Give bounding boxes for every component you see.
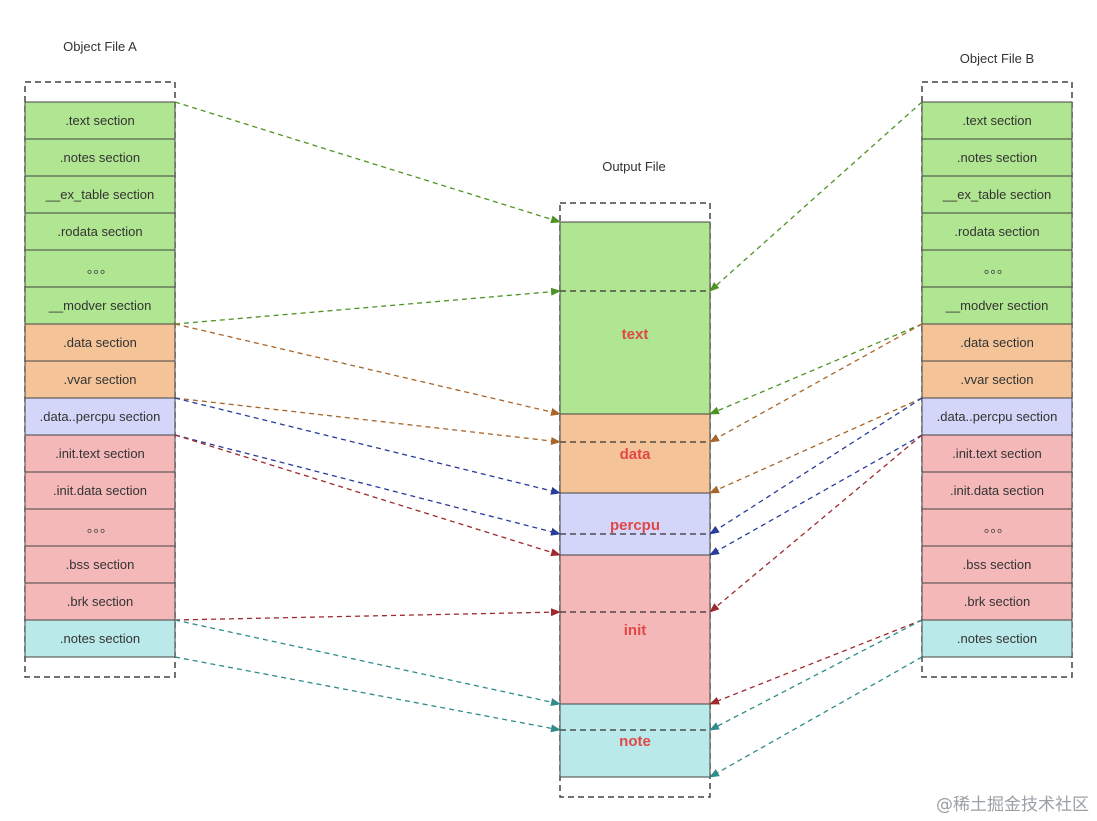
- output-file: text data percpu init note: [559, 202, 711, 798]
- file-a-section-cell: [24, 323, 176, 362]
- arrows-from-file-a: [174, 101, 561, 733]
- arrow-b-init-start: [709, 434, 923, 613]
- arrow-a-percpu-end: [174, 434, 561, 536]
- arrow-b-data-start: [709, 323, 923, 443]
- file-a-section-cell: [24, 138, 176, 177]
- output-text-section: [559, 221, 711, 415]
- arrow-b-init-end: [709, 619, 923, 705]
- file-b-section-label: .text section: [962, 113, 1031, 128]
- file-b-section-cell: [921, 101, 1073, 140]
- file-a-section-cell: [24, 471, 176, 510]
- file-a-section-cell: [24, 249, 176, 288]
- output-note-section: [559, 703, 711, 778]
- file-b-section-label: .data section: [960, 335, 1034, 350]
- arrow-a-data-start: [174, 323, 561, 416]
- file-a-section-label: .rodata section: [57, 224, 142, 239]
- file-a-section-label: __ex_table section: [45, 187, 154, 202]
- output-percpu-label: percpu: [610, 517, 660, 534]
- file-b-section-label: .init.data section: [950, 483, 1044, 498]
- file-b-section-cell: [921, 360, 1073, 399]
- file-b-section-cell: [921, 286, 1073, 325]
- file-a-section-label: .brk section: [67, 594, 133, 609]
- arrow-b-text-end: [709, 323, 923, 415]
- arrow-b-note-start: [709, 619, 923, 731]
- file-a-section-cell: [24, 619, 176, 658]
- arrow-b-text-start: [709, 101, 923, 292]
- file-b-section-cell: [921, 619, 1073, 658]
- watermark: @稀土掘金技术社区: [936, 795, 1089, 815]
- arrow-a-text-start: [174, 101, 561, 224]
- file-b-section-label: .notes section: [957, 631, 1037, 646]
- file-a-section-cell: [24, 397, 176, 436]
- object-file-a-title: Object File A: [63, 39, 137, 54]
- arrow-b-percpu-start: [709, 397, 923, 535]
- file-b-section-label: .init.text section: [952, 446, 1042, 461]
- output-data-label: data: [620, 446, 652, 463]
- file-b-section-cell: [921, 508, 1073, 547]
- file-a-section-label: .notes section: [60, 631, 140, 646]
- file-b-section-cell: [921, 471, 1073, 510]
- file-b-section-cell: [921, 434, 1073, 473]
- file-a-section-label: .init.text section: [55, 446, 145, 461]
- file-b-section-cell: [921, 175, 1073, 214]
- file-a-section-label: .text section: [65, 113, 134, 128]
- arrow-a-text-end: [174, 287, 561, 325]
- file-b-section-label: 。。。: [984, 261, 1010, 276]
- file-b-section-label: .vvar section: [961, 372, 1034, 387]
- file-a-section-label: 。。。: [87, 261, 113, 276]
- arrow-b-note-end: [709, 656, 923, 778]
- file-b-section-label: .brk section: [964, 594, 1030, 609]
- output-init-section: [559, 554, 711, 705]
- file-b-section-cell: [921, 249, 1073, 288]
- object-file-b-title: Object File B: [960, 51, 1034, 66]
- file-b-section-label: .data..percpu section: [937, 409, 1058, 424]
- output-file-title: Output File: [602, 159, 666, 174]
- arrows-from-file-b: [709, 101, 923, 778]
- file-a-section-cell: [24, 360, 176, 399]
- output-text-label: text: [622, 326, 649, 343]
- file-a-section-cell: [24, 545, 176, 584]
- file-b-section-label: .notes section: [957, 150, 1037, 165]
- arrow-a-percpu-start: [174, 397, 561, 495]
- file-b-section-cell: [921, 397, 1073, 436]
- file-b-section-cell: [921, 138, 1073, 177]
- file-a-section-label: .vvar section: [64, 372, 137, 387]
- file-a-section-label: .data..percpu section: [40, 409, 161, 424]
- file-a-section-label: .notes section: [60, 150, 140, 165]
- arrow-b-percpu-end: [709, 434, 923, 556]
- output-data-section: [559, 413, 711, 494]
- object-file-a: .text section .notes section __ex_table se…: [24, 81, 176, 678]
- arrow-a-data-end: [174, 397, 561, 445]
- file-a-section-cell: [24, 286, 176, 325]
- file-a-section-label: 。。。: [87, 520, 113, 535]
- arrow-a-note-start: [174, 619, 561, 706]
- file-a-section-label: .init.data section: [53, 483, 147, 498]
- file-b-section-label: __modver section: [945, 298, 1049, 313]
- output-init-label: init: [624, 622, 647, 639]
- arrow-a-init-start: [174, 434, 561, 557]
- file-b-section-label: .bss section: [963, 557, 1032, 572]
- file-a-section-cell: [24, 508, 176, 547]
- arrow-b-data-end: [709, 397, 923, 494]
- file-a-section-label: __modver section: [48, 298, 152, 313]
- file-b-section-label: __ex_table section: [942, 187, 1051, 202]
- output-percpu-section: [559, 492, 711, 556]
- arrow-a-note-end: [174, 656, 561, 733]
- arrow-a-init-end: [174, 608, 561, 621]
- file-b-section-cell: [921, 582, 1073, 621]
- file-b-section-cell: [921, 323, 1073, 362]
- file-b-section-label: 。。。: [984, 520, 1010, 535]
- file-a-section-cell: [24, 582, 176, 621]
- file-a-section-cell: [24, 434, 176, 473]
- output-note-label: note: [619, 733, 651, 750]
- file-b-section-label: .rodata section: [954, 224, 1039, 239]
- object-file-b: .text section .notes section __ex_table se…: [921, 81, 1073, 678]
- file-a-section-label: .data section: [63, 335, 137, 350]
- file-a-section-cell: [24, 212, 176, 251]
- file-a-section-label: .bss section: [66, 557, 135, 572]
